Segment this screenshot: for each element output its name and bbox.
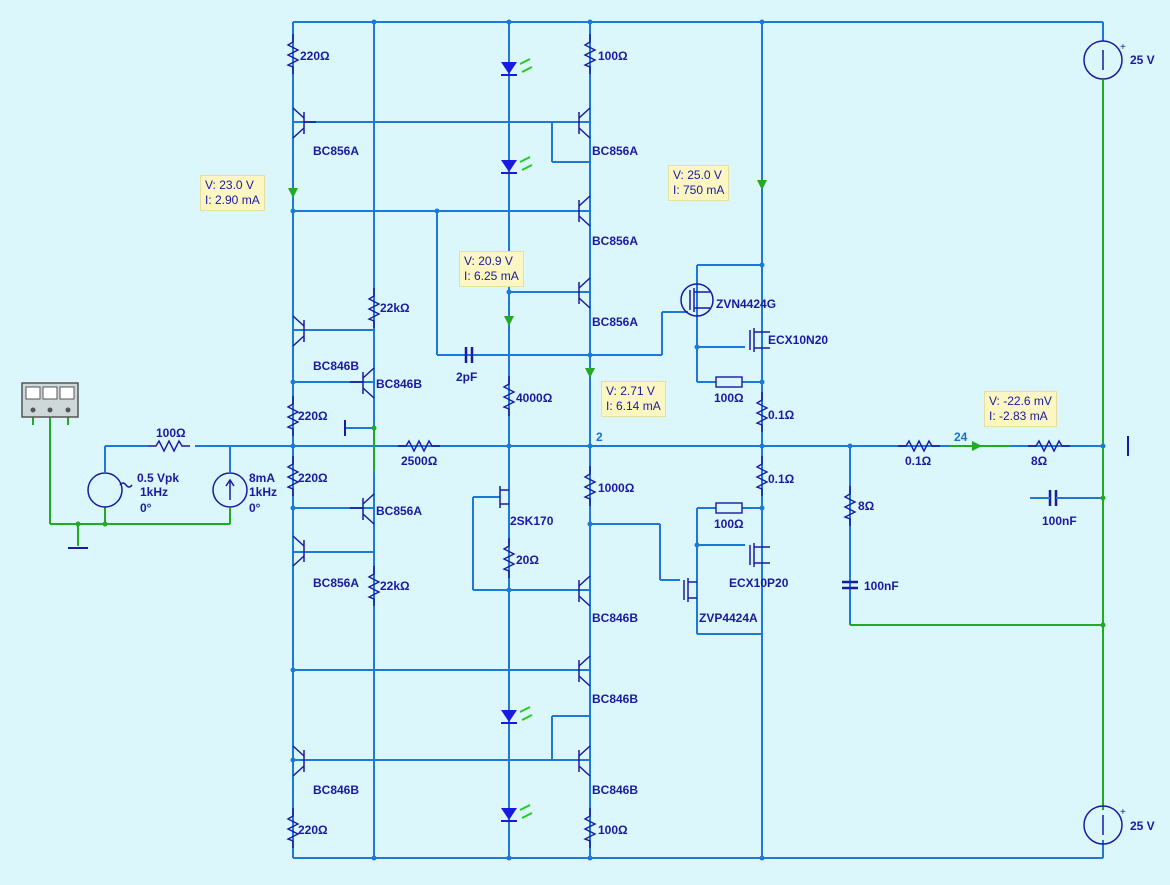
net-2-label: 2 [596,430,603,444]
junction-dots [75,19,1106,861]
vpos-label: 25 V [1130,53,1155,67]
q-ecx-n-label: ECX10N20 [768,333,828,347]
q-bc856a-6-label: BC856A [313,576,359,590]
q-zvp-label: ZVP4424A [699,611,758,625]
q-bc856a-2-label: BC856A [592,144,638,158]
r-220-bottom-label: 220Ω [298,823,328,837]
r-22k-upper-label: 22kΩ [380,301,410,315]
r-1000-label: 1000Ω [598,481,635,495]
probe-1-voltage: V: 23.0 V [205,178,254,192]
probe-1-current: I: 2.90 mA [205,193,260,207]
r-top-left-label: 220Ω [300,49,330,63]
iin-amp-label: 8mA [249,471,275,485]
probe-3-current: I: 6.25 mA [464,269,519,283]
r-input-label: 100Ω [156,426,186,440]
probe-2-voltage: V: 25.0 V [673,168,722,182]
probe-3[interactable]: V: 20.9 V I: 6.25 mA [459,251,524,287]
r-20-label: 20Ω [516,553,539,567]
probe-4[interactable]: V: 2.71 V I: 6.14 mA [601,381,666,417]
iin-freq-label: 1kHz [249,485,277,499]
q-bc846b-3-label: BC846B [592,611,638,625]
r-01-out-label: 0.1Ω [905,454,932,468]
q-bc846b-6-label: BC846B [592,783,638,797]
svg-text:+: + [1120,42,1126,53]
q-jfet-label: 2SK170 [510,514,554,528]
r-4000-label: 4000Ω [516,391,553,405]
led-symbols [501,58,533,822]
probe-5-current: I: -2.83 mA [989,409,1048,423]
probe-5[interactable]: V: -22.6 mV I: -2.83 mA [984,391,1057,427]
svg-text:+: + [1120,807,1126,818]
source-symbols: + + [87,40,1126,845]
q-bc856a-1-label: BC856A [313,144,359,158]
r-220-b-label: 220Ω [298,471,328,485]
resistor-symbols [148,33,1070,849]
net-24-label: 24 [954,430,968,444]
vin-freq-label: 1kHz [140,485,168,499]
function-generator[interactable] [21,382,79,418]
probe-3-voltage: V: 20.9 V [464,254,513,268]
vin-phase-label: 0° [140,501,152,515]
r-01-upper-label: 0.1Ω [768,408,795,422]
r-8-load-label: 8Ω [1031,454,1048,468]
q-ecx-p-label: ECX10P20 [729,576,789,590]
q-bc856a-5-label: BC856A [376,504,422,518]
current-arrows [288,180,982,451]
capacitor-symbols [464,347,1103,590]
q-bc856a-3-label: BC856A [592,234,638,248]
wires [195,21,1104,859]
q-bc846b-5-label: BC846B [313,783,359,797]
iin-phase-label: 0° [249,501,261,515]
probe-4-current: I: 6.14 mA [606,399,661,413]
q-bc856a-4-label: BC856A [592,315,638,329]
probe-1[interactable]: V: 23.0 V I: 2.90 mA [200,175,265,211]
q-bc846b-4-label: BC846B [592,692,638,706]
bjt-symbols [292,107,591,777]
c-100nf-right-label: 100nF [1042,514,1077,528]
r-top-mid-label: 100Ω [598,49,628,63]
vin-amp-label: 0.5 Vpk [137,471,179,485]
r-8-zobel-label: 8Ω [858,499,875,513]
r-2500-label: 2500Ω [401,454,438,468]
r-100-bottom-label: 100Ω [598,823,628,837]
ground-symbols [68,420,1129,549]
probe-4-voltage: V: 2.71 V [606,384,655,398]
r-220-a-label: 220Ω [298,409,328,423]
probe-5-voltage: V: -22.6 mV [989,394,1052,408]
component-labels: 220Ω 100Ω 22kΩ 220Ω 220Ω 22kΩ 220Ω 100Ω … [137,49,1155,837]
r-gate-upper-label: 100Ω [714,391,744,405]
probe-2[interactable]: V: 25.0 V I: 750 mA [668,165,730,201]
r-gate-lower-label: 100Ω [714,517,744,531]
mosfet-symbols [680,283,770,602]
c-2pf-label: 2pF [456,370,477,384]
r-01-lower-label: 0.1Ω [768,472,795,486]
q-bc846b-1-label: BC846B [313,359,359,373]
q-bc846b-2-label: BC846B [376,377,422,391]
probe-2-current: I: 750 mA [673,183,725,197]
r-22k-lower-label: 22kΩ [380,579,410,593]
vneg-label: 25 V [1130,819,1155,833]
q-zvn-label: ZVN4424G [716,297,776,311]
c-100nf-zobel-label: 100nF [864,579,899,593]
